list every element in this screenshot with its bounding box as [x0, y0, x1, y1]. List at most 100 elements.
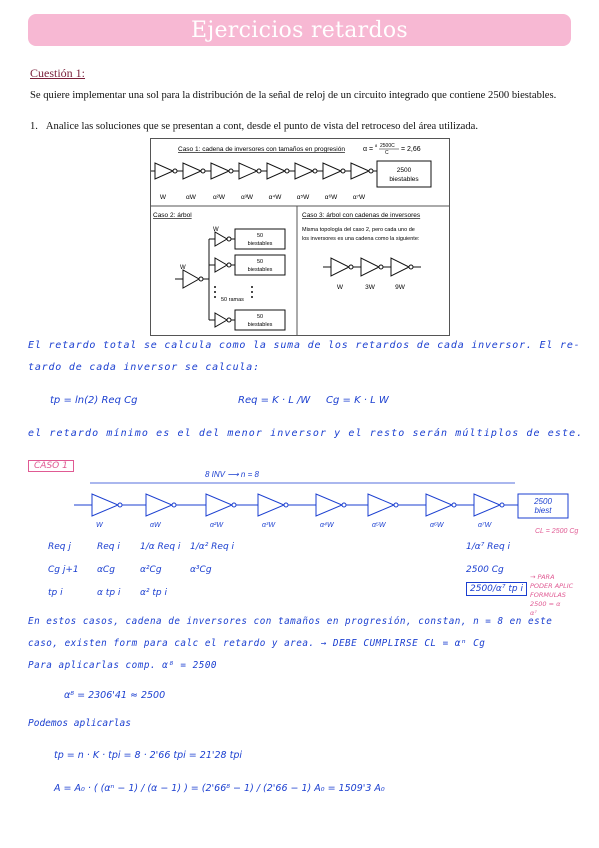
notes-inverter-icon: [257, 493, 289, 517]
notes-inverter-icon: [315, 493, 347, 517]
case1-box-line2: biestables: [389, 176, 419, 183]
case1-label: α⁵W: [297, 194, 310, 201]
case1-label: α⁶W: [325, 194, 338, 201]
case2-w-root: W: [180, 265, 186, 271]
question-statement: Se quiere implementar una sol para la di…: [30, 90, 557, 101]
case1-box-line1: 2500: [397, 167, 412, 174]
notes-inverter-icon: [91, 493, 123, 517]
paragraph-1: En estos casos, cadena de inversores con…: [28, 616, 553, 627]
case3-labels: W 3W 9W: [337, 284, 406, 291]
area-formula: A = A₀ · ( (αⁿ − 1) / (α − 1) ) = (2'66⁸…: [54, 783, 385, 794]
case1-label: αW: [186, 194, 197, 201]
inverter-icon: [266, 162, 290, 180]
side-note-5: α⁷: [530, 609, 537, 617]
page-title-banner: Ejercicios retardos: [28, 14, 571, 46]
formula-req: Req = K · L /W: [238, 395, 311, 406]
branch-inverter-icon: [214, 312, 232, 328]
case3-inverter-icon: [390, 257, 414, 277]
notes-inverter-icon: [367, 493, 399, 517]
notes-line-3: el retardo mínimo es el del menor invers…: [28, 428, 584, 439]
formula-tp: tp = ln(2) Req Cg: [50, 395, 138, 406]
notes-box-line2: biest: [535, 506, 553, 515]
notes-chain-label: αW: [150, 522, 162, 529]
case3-label: 3W: [365, 284, 376, 291]
side-note-3: FORMULAS: [530, 591, 566, 599]
case1-label: α⁷W: [353, 194, 366, 201]
item-1-number: 1.: [30, 121, 38, 132]
inv-count: 8 INV ⟶ n = 8: [205, 470, 259, 479]
formula-cg: Cg = K · L W: [326, 395, 389, 406]
question-label: Cuestión 1:: [30, 66, 86, 80]
case2-title: Caso 2: árbol: [153, 212, 192, 219]
notes-chain-gates: [74, 493, 518, 517]
case1-formula-num: 2500C: [380, 143, 395, 149]
branch-inverter-icon: [214, 257, 232, 273]
box-count: 50: [257, 233, 263, 239]
inverter-icon: [210, 162, 234, 180]
req-row-4: 1/α⁷ Req i: [466, 542, 511, 552]
circuit-diagram: Caso 1: cadena de inversores con tamaños…: [151, 143, 449, 335]
notes-chain-label: α²W: [210, 522, 224, 529]
page-title: Ejercicios retardos: [191, 17, 408, 43]
tp-row-1: α tp i: [97, 588, 121, 598]
case3-desc-line2: los inversores es una cadena como la sig…: [302, 236, 420, 242]
inverter-icon: [294, 162, 318, 180]
side-note-1: → PARA: [530, 573, 555, 581]
case1-formula-lhs: α =: [363, 146, 373, 153]
case1-formula-root: 8: [375, 143, 378, 148]
box-count: 50: [257, 314, 263, 320]
case1-label: W: [160, 194, 167, 201]
notes-chain-label: α³W: [262, 522, 276, 529]
case1-biestables-box: [376, 160, 432, 188]
notes-inverter-icon: [425, 493, 457, 517]
case2-w-top: W: [213, 227, 219, 233]
cg-row-3: α³Cg: [190, 565, 212, 575]
podemos-aplicarlas: Podemos aplicarlas: [28, 718, 131, 729]
delay-formula: tp = n · K · tpi = 8 · 2'66 tpi = 21'28 …: [54, 750, 242, 761]
cg-row-2: α²Cg: [140, 565, 162, 575]
branch-inverter-icon: [214, 231, 232, 247]
cg-row-0: Cg j+1: [48, 565, 79, 575]
notes-inverter-icon: [473, 493, 505, 517]
cg-row-1: αCg: [97, 565, 115, 575]
notes-end-box: [517, 493, 569, 519]
box-count: 50: [257, 259, 263, 265]
notes-chain-label: W: [96, 522, 104, 529]
req-row-0: Req j: [48, 542, 71, 552]
notes-line-1: El retardo total se calcula como la suma…: [28, 340, 581, 351]
alpha-result: α⁸ = 2306'41 ≈ 2500: [64, 690, 166, 701]
cg-row-4: 2500 Cg: [466, 565, 504, 575]
tp-row-2: α² tp i: [140, 588, 168, 598]
notes-chain-label: α⁷W: [478, 522, 493, 529]
box-label: biestables: [248, 267, 273, 273]
notes-inverter-icon: [145, 493, 177, 517]
biestables-box: 50 biestables: [234, 254, 286, 276]
side-note: → PARA PODER APLIC FORMULAS 2500 = α α⁷: [530, 573, 573, 618]
notes-line-2: tardo de cada inversor se calcula:: [28, 362, 260, 373]
case3-inverter-icon: [360, 257, 384, 277]
case3-inverter-icon: [330, 257, 354, 277]
case1-label: α³W: [241, 194, 254, 201]
caso-1-tag: CASO 1: [28, 460, 74, 472]
case3-inverter-chain: [323, 257, 421, 277]
case3-label: 9W: [395, 284, 406, 291]
case3-title: Caso 3: árbol con cadenas de inversores: [302, 212, 421, 219]
inverter-icon: [154, 162, 178, 180]
item-1: 1. Analice las soluciones que se present…: [30, 121, 478, 132]
case1-formula-den: C: [385, 150, 389, 156]
tp-row-3: 2500/α⁷ tp i: [466, 582, 527, 596]
paragraph-3: Para aplicarlas comp. α⁸ = 2500: [28, 660, 218, 671]
side-note-2: PODER APLIC: [530, 582, 574, 590]
req-row-2: 1/α Req i: [140, 542, 181, 552]
notes-chain-label: α⁴W: [320, 522, 335, 529]
item-1-text: Analice las soluciones que se presentan …: [45, 121, 479, 132]
inverter-icon: [238, 162, 262, 180]
case3-desc-line1: Misma topología del caso 2, pero cada un…: [302, 227, 415, 233]
case1-inverter-chain: [151, 162, 377, 180]
notes-chain-label: α⁵W: [372, 522, 387, 529]
case3-label: W: [337, 284, 344, 291]
case1-title: Caso 1: cadena de inversores con tamaños…: [178, 146, 345, 153]
inverter-icon: [350, 162, 374, 180]
